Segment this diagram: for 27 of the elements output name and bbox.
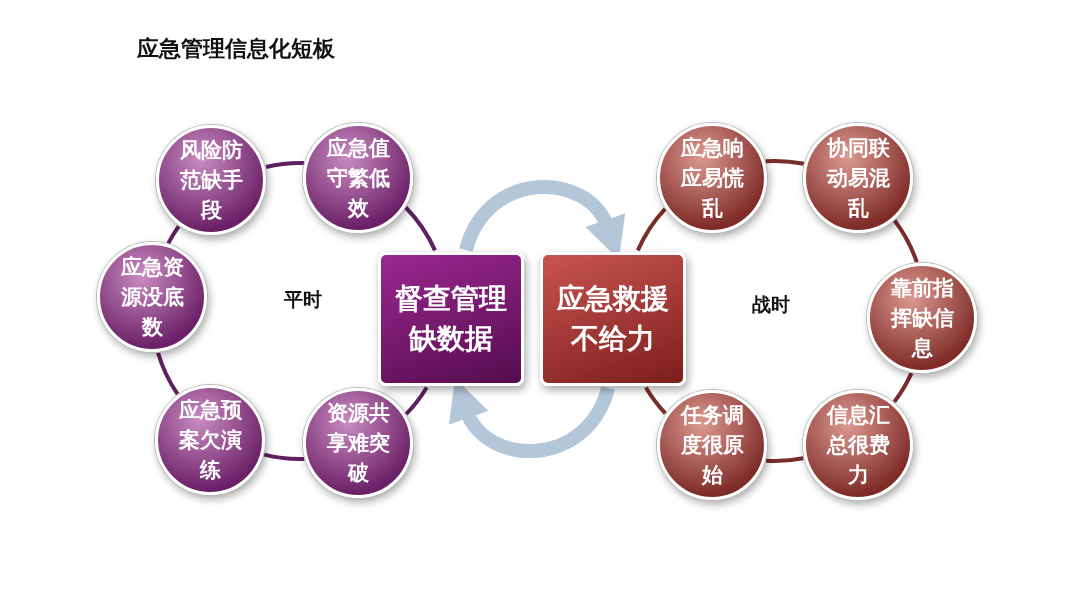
circle-node: 应急响应易慌乱	[657, 123, 767, 233]
circle-node: 协同联动易混乱	[803, 123, 913, 233]
period-label: 战时	[752, 292, 790, 317]
ring-line	[166, 225, 181, 245]
ring-line	[892, 219, 919, 263]
ring-line	[644, 386, 667, 415]
title: 应急管理信息化短板	[137, 35, 335, 63]
circle-node: 应急预案欠演练	[155, 385, 265, 495]
rounded-box: 应急救援不给力	[540, 252, 686, 386]
circle-node: 应急资源没底数	[97, 242, 207, 352]
circle-node: 任务调度很原始	[657, 390, 767, 500]
ring-line	[766, 456, 804, 463]
circle-node: 靠前指挥缺信息	[867, 263, 977, 373]
circle-node: 信息汇总很费力	[803, 390, 913, 500]
ring-line	[156, 352, 180, 396]
ring-line	[892, 372, 914, 404]
period-label: 平时	[284, 287, 322, 312]
circle-node: 风险防范缺手段	[156, 125, 266, 235]
ring-line	[265, 161, 304, 169]
ring-line	[636, 207, 667, 252]
circle-node: 资源共享难突破	[303, 388, 413, 498]
ring-line	[263, 452, 305, 461]
circle-node: 应急值守繁低效	[303, 123, 413, 233]
rounded-box: 督查管理缺数据	[378, 252, 524, 386]
ring-line	[404, 206, 437, 252]
ring-line	[404, 386, 429, 416]
ring-line	[765, 159, 805, 166]
